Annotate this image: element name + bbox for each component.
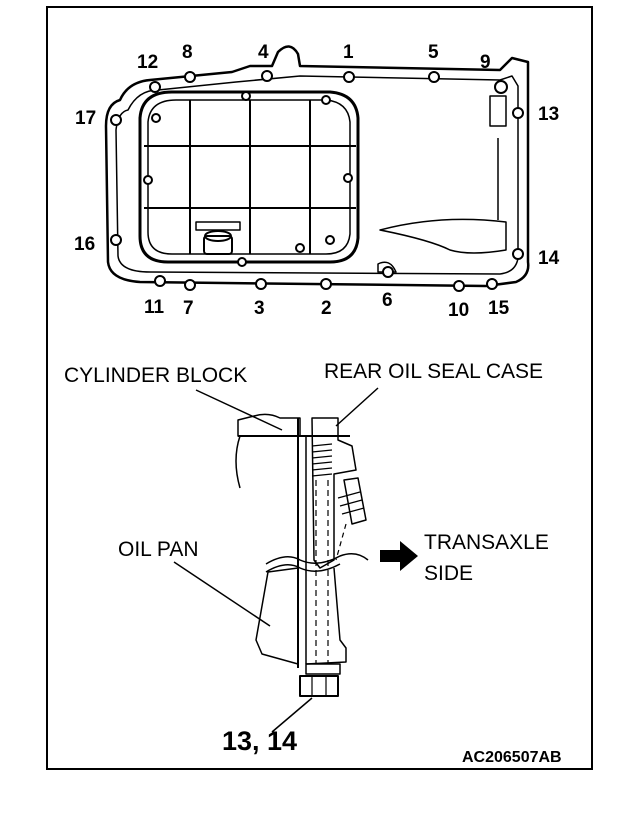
figure-frame [46, 6, 593, 770]
bolt-label-1: 1 [343, 42, 354, 63]
bolt-1 [343, 71, 355, 83]
leader-oil-pan [173, 561, 271, 627]
figure-code: AC206507AB [462, 749, 562, 766]
bolt-label-14: 14 [538, 248, 560, 269]
bolt-label-7: 7 [183, 298, 194, 319]
label-transaxle: TRANSAXLE [424, 531, 549, 554]
bolt-9 [494, 80, 508, 94]
bolt-label-9: 9 [480, 52, 491, 73]
label-side: SIDE [424, 562, 473, 585]
bolt-8 [184, 71, 196, 83]
bolt-label-8: 8 [182, 42, 193, 63]
bolt-label-13: 13 [538, 104, 559, 125]
bolt-number-labels: 1 2 3 4 5 6 7 8 9 10 11 12 13 14 15 16 1… [74, 42, 560, 321]
bolt-label-5: 5 [428, 42, 439, 63]
bolt-label-3: 3 [254, 298, 265, 319]
oil-pan-flange-outline [104, 45, 530, 288]
oil-pan-top-view [104, 45, 530, 288]
transaxle-arrow-icon [380, 541, 418, 571]
bolt-label-4: 4 [258, 42, 269, 63]
bolt-label-16: 16 [74, 234, 95, 255]
bolt-12 [149, 81, 161, 93]
angled-bolt [343, 477, 367, 525]
bolt-15 [486, 278, 498, 290]
cylinder-block-section [237, 413, 301, 437]
label-rear-oil-seal-case: REAR OIL SEAL CASE [324, 360, 543, 383]
bolt-label-6: 6 [382, 290, 393, 311]
bolt-thread-upper [311, 443, 333, 477]
bolt-head-13-14 [305, 663, 341, 675]
bolt-label-2: 2 [321, 298, 332, 319]
bolt-10 [453, 280, 465, 292]
leader-rear-oil-seal-case [335, 387, 379, 427]
bolt-label-15: 15 [488, 298, 510, 319]
label-cylinder-block: CYLINDER BLOCK [64, 364, 247, 387]
oil-pan-section [255, 567, 299, 665]
bolt-13 [512, 107, 524, 119]
bolt-4 [261, 70, 273, 82]
bolt-5 [428, 71, 440, 83]
bolt-3 [255, 278, 267, 290]
bolt-label-10: 10 [448, 300, 469, 321]
bolt-16 [110, 234, 122, 246]
leader-bolt-13-14 [271, 697, 313, 733]
section-labels: CYLINDER BLOCK REAR OIL SEAL CASE OIL PA… [64, 360, 562, 766]
bolt-7 [184, 279, 196, 291]
bolt-holes [110, 70, 524, 292]
label-bolt-callout: 13, 14 [222, 726, 297, 756]
label-oil-pan: OIL PAN [118, 538, 199, 561]
leader-cylinder-block [195, 389, 283, 431]
bolt-14 [512, 248, 524, 260]
bolt-2 [320, 278, 332, 290]
bolt-label-11: 11 [144, 297, 165, 318]
bolt-17 [110, 114, 122, 126]
rear-oil-seal-case-section [311, 417, 357, 569]
bolt-6 [382, 266, 394, 278]
oil-pan-sump-outline [138, 90, 360, 264]
bolt-label-17: 17 [75, 108, 96, 129]
bolt-11 [154, 275, 166, 287]
cross-section-view [173, 387, 379, 733]
drain-plug [203, 235, 233, 255]
bolt-label-12: 12 [137, 52, 158, 73]
